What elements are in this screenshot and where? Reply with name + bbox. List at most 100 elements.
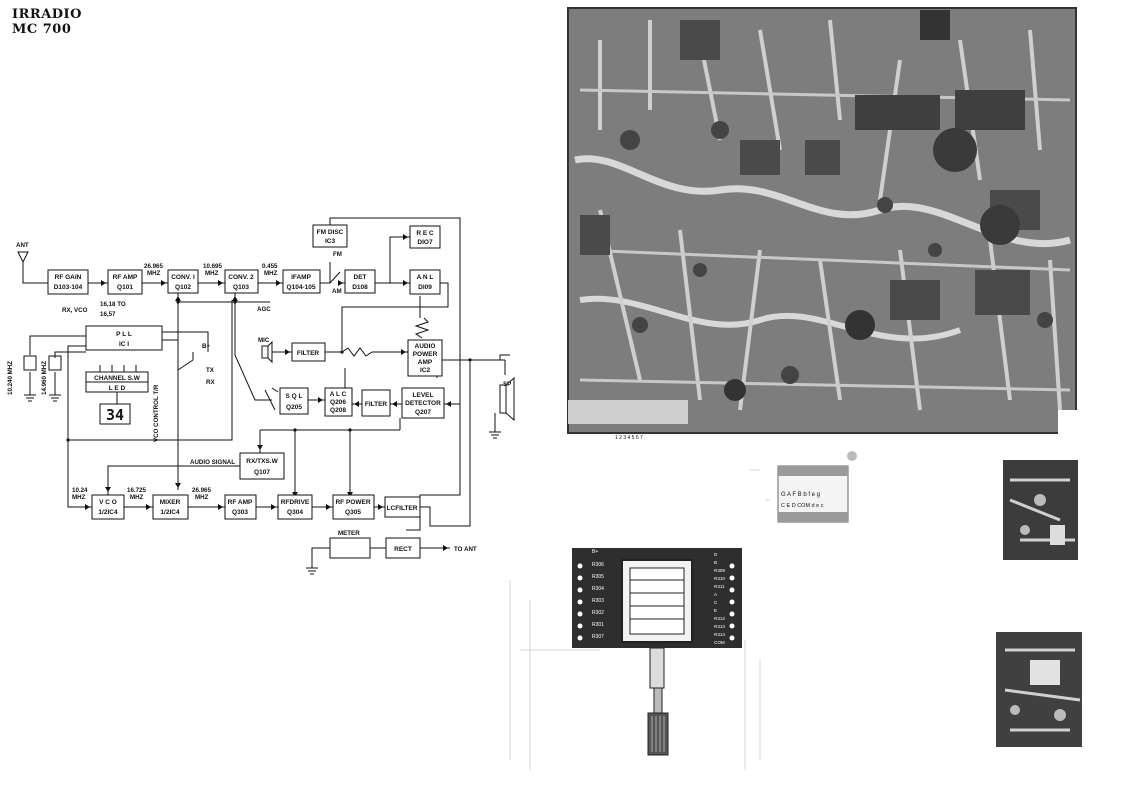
block-level-detector: LEVEL DETECTOR Q207 (401, 387, 445, 419)
brand-title: IRRADIO (12, 7, 82, 22)
svg-text:Q102: Q102 (175, 284, 191, 291)
svg-text:RECT: RECT (394, 546, 412, 553)
svg-text:Q205: Q205 (286, 404, 302, 411)
svg-text:V C O: V C O (99, 499, 117, 506)
svg-text:A L C: A L C (330, 391, 347, 398)
svg-text:RF GAIN: RF GAIN (55, 274, 82, 281)
svg-text:POWER: POWER (413, 351, 438, 358)
aux-pcb-upper (1003, 460, 1078, 560)
model-title: MC 700 (12, 22, 72, 37)
svg-text:L E D: L E D (109, 385, 126, 392)
block-rf-amp: RF AMP Q101 (107, 269, 143, 295)
svg-text:R313: R313 (714, 624, 725, 629)
svg-text:R309: R309 (714, 568, 725, 573)
svg-text:B+: B+ (592, 549, 598, 555)
svg-text:26.965: 26.965 (144, 263, 163, 270)
block-filter2: FILTER (361, 389, 391, 417)
svg-text:16.725: 16.725 (127, 487, 146, 494)
svg-text:MIXER: MIXER (160, 499, 181, 506)
svg-text:C: C (714, 600, 718, 605)
svg-text:RX/TXS.W: RX/TXS.W (246, 458, 278, 465)
aux-pcb-lower (996, 632, 1082, 747)
block-channel-sw: CHANNEL S.W L E D 34 (85, 371, 149, 425)
svg-text:B+: B+ (202, 343, 210, 350)
svg-text:Q304: Q304 (287, 509, 303, 516)
svg-text:AUDIO: AUDIO (415, 343, 436, 350)
svg-text:16,57: 16,57 (100, 311, 116, 318)
svg-text:COM: COM (714, 640, 725, 645)
diagram-wires (17, 217, 515, 575)
svg-text:CONV. 2: CONV. 2 (228, 274, 254, 281)
svg-text:RFDRIVE: RFDRIVE (281, 499, 310, 506)
svg-text:MHZ: MHZ (195, 494, 209, 501)
svg-text:RF AMP: RF AMP (113, 274, 138, 281)
svg-text:R306: R306 (592, 562, 604, 568)
block-vco: V C O 1/2IC4 (91, 494, 125, 520)
svg-text:AUDIO SIGNAL: AUDIO SIGNAL (190, 459, 235, 466)
svg-text:CONV. I: CONV. I (171, 274, 195, 281)
svg-text:0.455: 0.455 (262, 263, 278, 270)
svg-text:10.24: 10.24 (72, 487, 88, 494)
svg-text:FILTER: FILTER (365, 401, 388, 408)
svg-text:DET: DET (354, 274, 367, 281)
svg-text:FM: FM (333, 251, 342, 258)
svg-text:FILTER: FILTER (297, 350, 320, 357)
svg-text:R307: R307 (592, 634, 604, 640)
block-rec: R E C DIO7 (409, 225, 441, 249)
svg-text:R310: R310 (714, 576, 725, 581)
svg-text:MHZ: MHZ (147, 270, 161, 277)
svg-text:B: B (714, 560, 717, 565)
svg-text:R314: R314 (714, 632, 725, 637)
svg-text:VCO CONTROL T/R: VCO CONTROL T/R (153, 384, 160, 442)
pcb-bottom-labels: 1 2 3 4 5 6 7 (615, 435, 643, 441)
svg-text:AGC: AGC (257, 306, 271, 313)
svg-text:D103-104: D103-104 (54, 284, 83, 291)
svg-text:MHZ: MHZ (130, 494, 144, 501)
main-pcb-image: 1 2 3 4 5 6 7 (567, 7, 1080, 441)
block-fm-disc: FM DISC IC3 (312, 224, 348, 248)
svg-text:Q208: Q208 (330, 407, 346, 414)
svg-text:IC3: IC3 (325, 238, 336, 245)
svg-text:CHANNEL S.W: CHANNEL S.W (94, 375, 141, 382)
svg-text:TO ANT: TO ANT (454, 546, 477, 553)
svg-text:R302: R302 (592, 610, 604, 616)
svg-text:R301: R301 (592, 622, 604, 628)
svg-text:MHZ: MHZ (264, 270, 278, 277)
svg-text:AM: AM (332, 288, 342, 295)
svg-text:METER: METER (338, 530, 360, 537)
svg-text:14.960 MHZ: 14.960 MHZ (41, 361, 48, 395)
svg-text:Q103: Q103 (233, 284, 249, 291)
svg-text:IC I: IC I (119, 341, 129, 348)
block-det: DET D108 (344, 269, 376, 294)
svg-text:A N L: A N L (417, 274, 434, 281)
svg-text:C E D COM d e c: C E D COM d e c (781, 503, 824, 509)
svg-text:IC2: IC2 (420, 367, 431, 374)
svg-text:IFAMP: IFAMP (291, 274, 312, 281)
channel-display: 34 (106, 406, 124, 424)
block-rf-power: RF POWER Q305 (332, 494, 375, 520)
svg-text:Q206: Q206 (330, 399, 346, 406)
svg-text:RX, VCO: RX, VCO (62, 307, 88, 314)
svg-text:DETECTOR: DETECTOR (405, 400, 441, 407)
svg-text:D: D (714, 552, 718, 557)
svg-text:RF AMP: RF AMP (228, 499, 253, 506)
faint-trace-marks (509, 469, 770, 770)
svg-text:AMP: AMP (418, 359, 433, 366)
svg-text:RF POWER: RF POWER (335, 499, 370, 506)
display-pcb-small: G A F B b f e g C E D COM d e c (777, 451, 857, 523)
block-audio-amp: AUDIO POWER AMP IC2 (407, 339, 443, 377)
svg-text:P L L: P L L (116, 331, 132, 338)
svg-text:R311: R311 (714, 584, 725, 589)
svg-text:Q104-105: Q104-105 (287, 284, 316, 291)
svg-text:TX: TX (206, 367, 215, 374)
svg-text:FM DISC: FM DISC (317, 229, 344, 236)
svg-text:G A F B b f e g: G A F B b f e g (781, 492, 820, 498)
svg-text:1/2IC4: 1/2IC4 (160, 509, 180, 516)
channel-switch-pcb: B+ R306 R305 R304 R303 R302 R301 R307 D … (572, 548, 742, 756)
svg-text:R E C: R E C (416, 230, 434, 237)
svg-text:Q207: Q207 (415, 409, 431, 416)
svg-text:16,18 TO: 16,18 TO (100, 301, 126, 308)
block-filter-mic: FILTER (291, 342, 326, 362)
block-conv1: CONV. I Q102 (167, 269, 199, 294)
svg-text:E: E (714, 608, 717, 613)
